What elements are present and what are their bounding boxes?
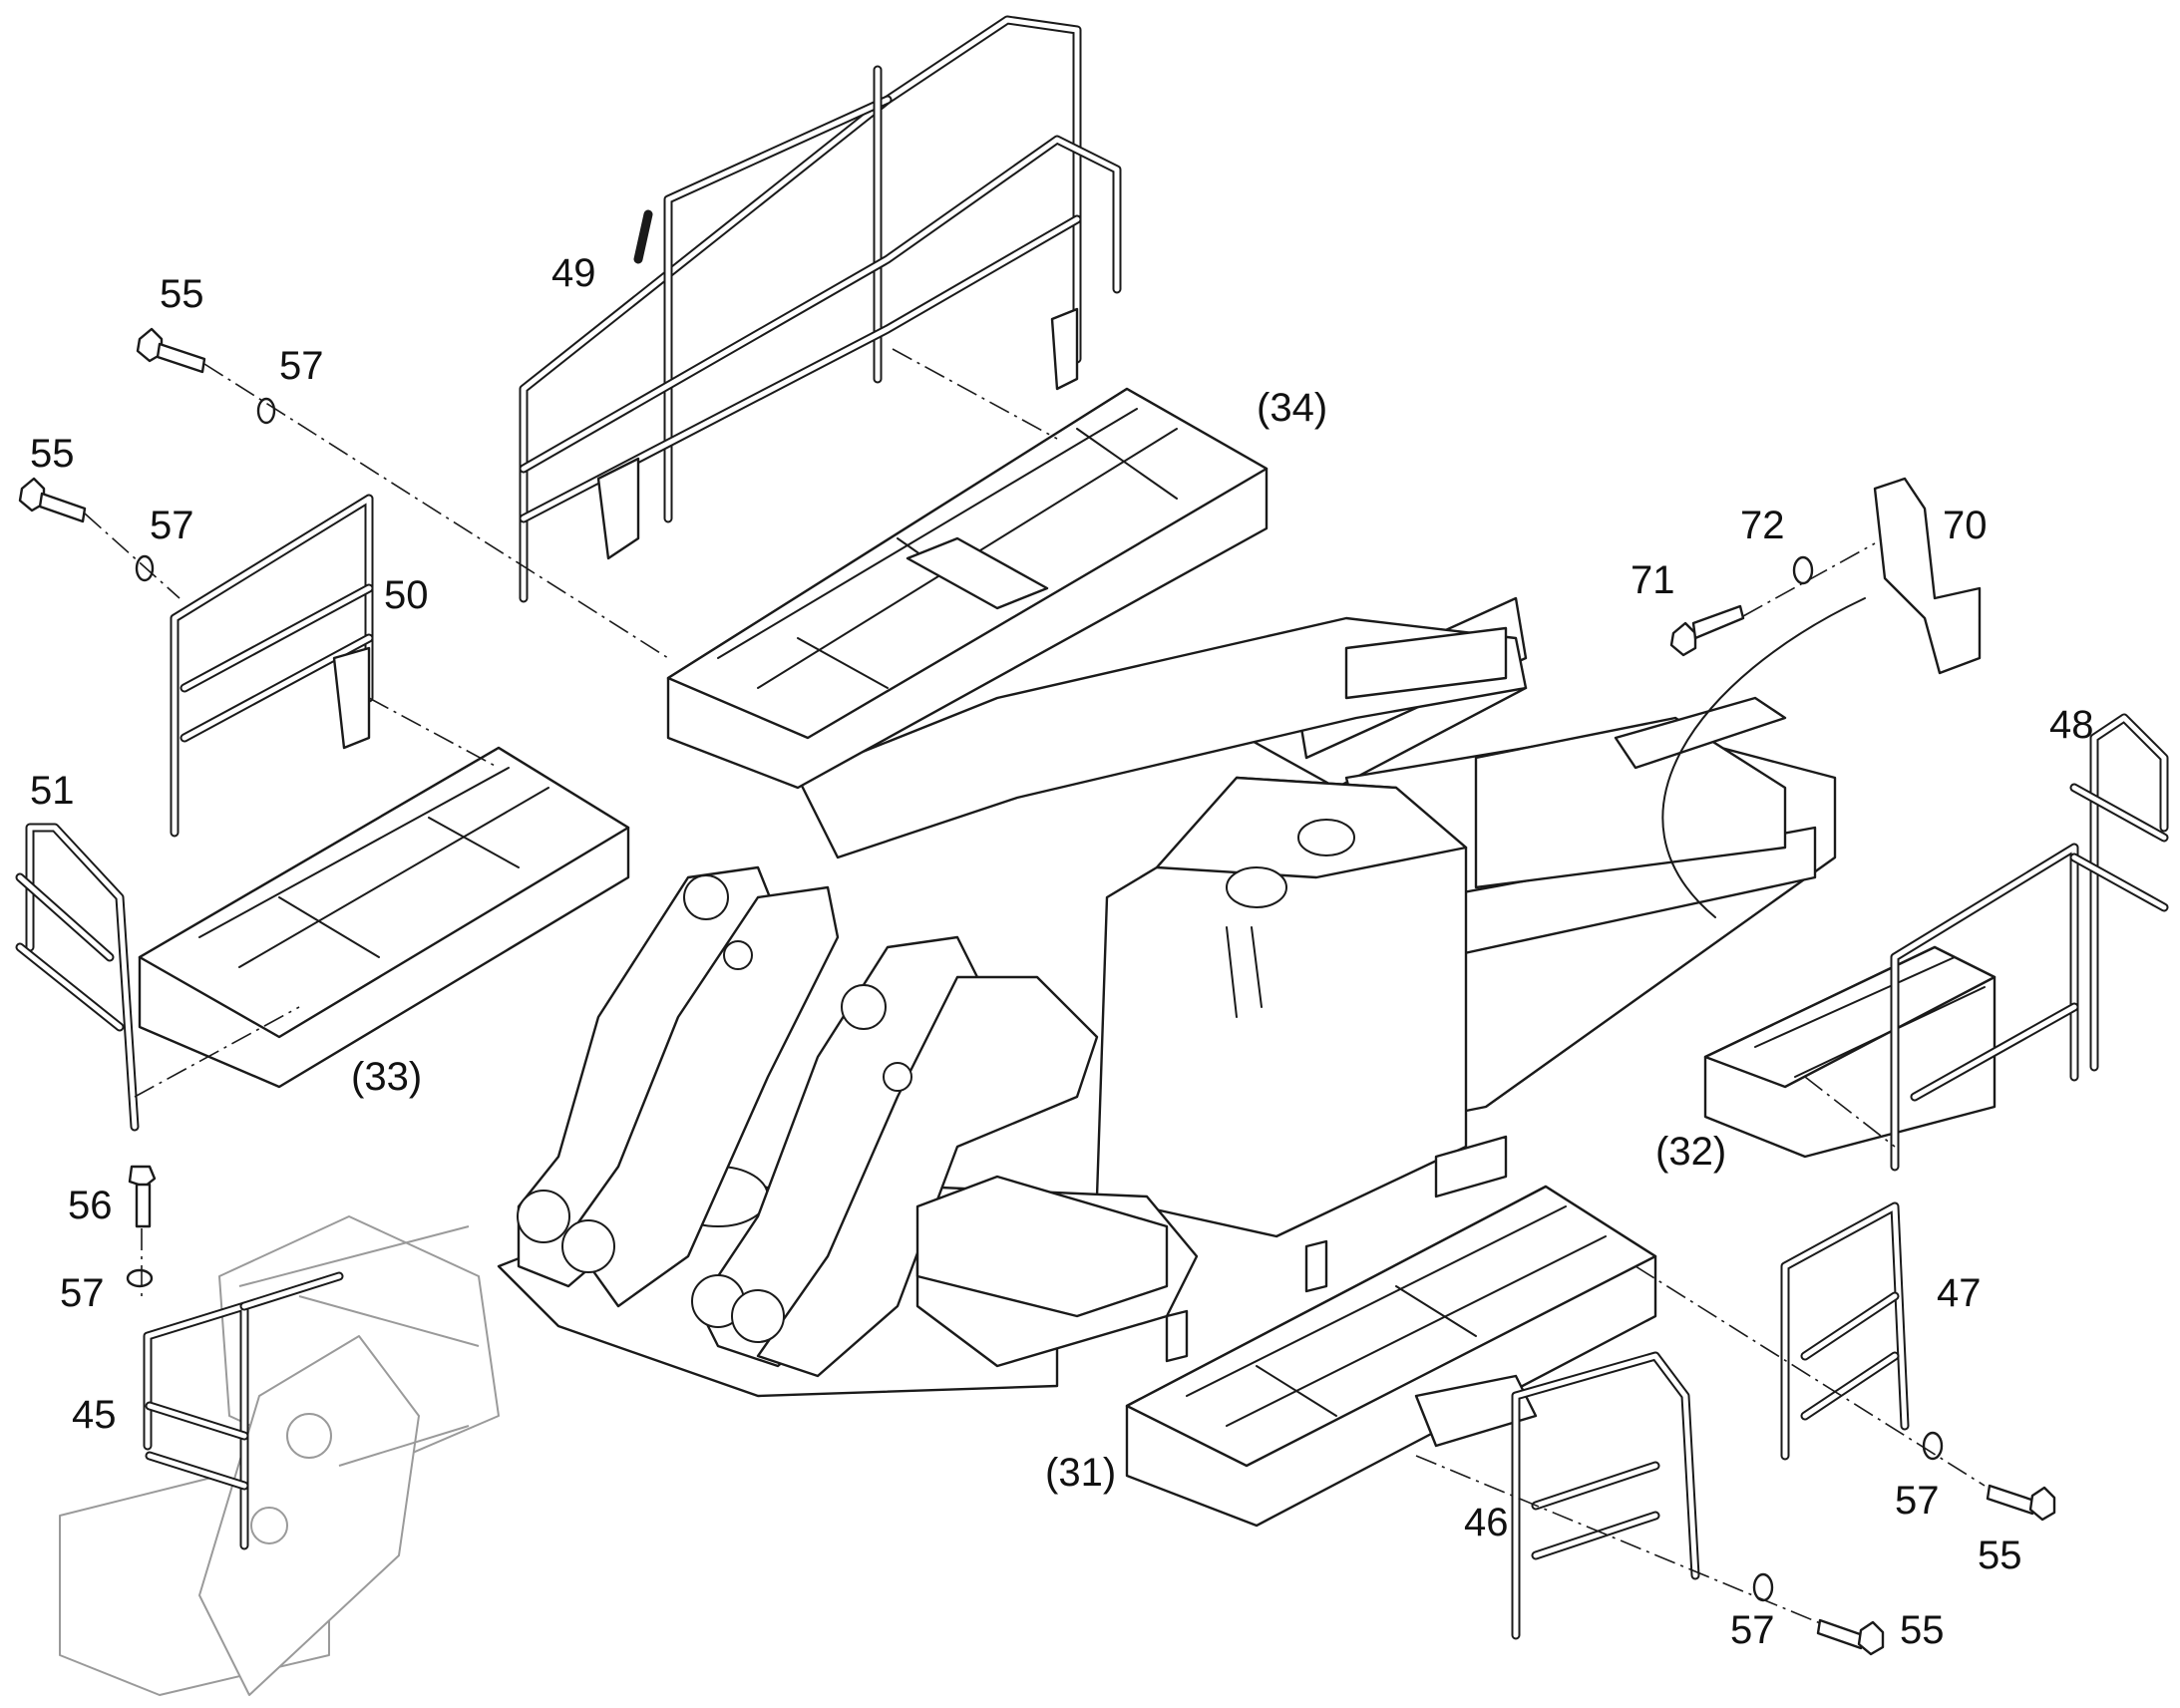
- main-frame: [497, 596, 1837, 1398]
- callout-55-second: 55: [30, 432, 75, 476]
- callout-31: (31): [1045, 1451, 1116, 1495]
- callout-57-left: 57: [60, 1271, 105, 1315]
- railing-47: [1780, 1201, 1910, 1461]
- callout-45: 45: [72, 1393, 117, 1437]
- callout-48: 48: [2049, 703, 2094, 747]
- bolt-55-a: [136, 327, 206, 374]
- washer-57-d: [1922, 1431, 1944, 1461]
- callout-71: 71: [1631, 558, 1675, 602]
- callout-72: 72: [1740, 504, 1785, 547]
- bolt-55-b: [18, 477, 87, 523]
- bolt-56: [128, 1165, 157, 1228]
- hardware: [18, 327, 2056, 1656]
- washer-72: [1792, 555, 1814, 585]
- callout-55-right: 55: [1978, 1534, 2022, 1577]
- callout-57-right: 57: [1895, 1479, 1940, 1523]
- callout-56: 56: [68, 1184, 113, 1227]
- railing-51: [15, 823, 140, 1132]
- callout-55-bottom: 55: [1900, 1608, 1945, 1652]
- platform-33: [138, 746, 630, 1089]
- bolt-55-c: [1986, 1484, 2056, 1522]
- callout-70: 70: [1943, 504, 1988, 547]
- callout-34: (34): [1257, 386, 1327, 430]
- callout-49: 49: [551, 251, 596, 295]
- ladder-45: [143, 1271, 344, 1550]
- bolt-55-d: [1816, 1618, 1885, 1656]
- callout-46: 46: [1464, 1501, 1509, 1544]
- railing-49: [519, 15, 1122, 603]
- callout-57-top: 57: [279, 344, 324, 388]
- platform-34: [666, 387, 1269, 790]
- railing-46: [1511, 1351, 1700, 1640]
- callout-57-second: 57: [150, 504, 194, 547]
- platform-31: [1125, 1185, 1657, 1528]
- platform-32: [1703, 945, 1997, 1159]
- washer-57-b: [135, 554, 155, 582]
- washer-57-e: [1752, 1572, 1774, 1602]
- callout-50: 50: [384, 573, 429, 617]
- callout-57-bottom: 57: [1730, 1608, 1775, 1652]
- callout-32: (32): [1655, 1130, 1726, 1174]
- bolt-71: [1669, 604, 1745, 657]
- callout-33: (33): [351, 1055, 422, 1099]
- callout-47: 47: [1937, 1271, 1982, 1315]
- callout-labels: 55 57 55 57 49 (34) 50 51 (33) 56 57 45 …: [30, 251, 2094, 1652]
- callout-51: 51: [30, 769, 75, 813]
- railing-48: [1890, 713, 2169, 1172]
- railing-50: [170, 494, 374, 838]
- washer-57-a: [256, 397, 276, 425]
- washer-57-c: [126, 1268, 154, 1288]
- leader-lines: [84, 348, 1986, 1626]
- bracket-70: [1873, 477, 1982, 675]
- callout-55-top: 55: [160, 272, 204, 316]
- ghost-machine-context: [59, 1215, 500, 1696]
